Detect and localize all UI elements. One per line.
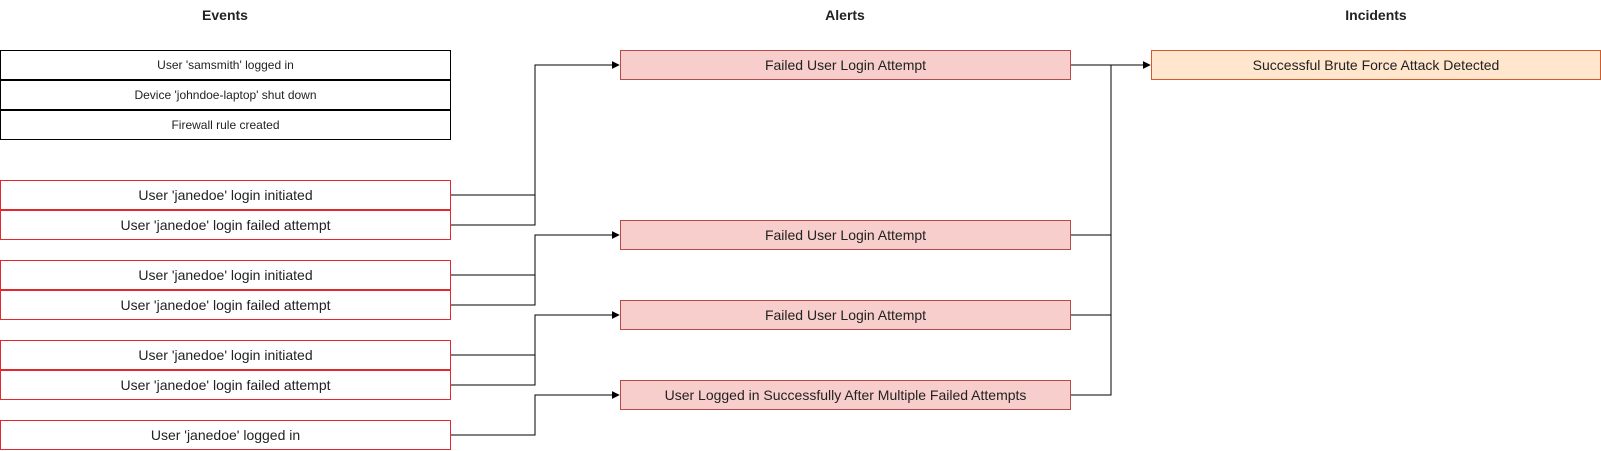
flagged-event-box: User 'janedoe' logged in: [0, 420, 451, 450]
event-box: Firewall rule created: [0, 110, 451, 140]
events-header: Events: [202, 7, 248, 23]
alert-box: Failed User Login Attempt: [620, 300, 1071, 330]
connector-alert-to-incident: [1071, 65, 1150, 396]
flagged-event-box: User 'janedoe' login failed attempt: [0, 290, 451, 320]
event-box: User 'samsmith' logged in: [0, 50, 451, 80]
alert-box: User Logged in Successfully After Multip…: [620, 380, 1071, 410]
flagged-event-box: User 'janedoe' login failed attempt: [0, 370, 451, 400]
event-box: Device 'johndoe-laptop' shut down: [0, 80, 451, 110]
flagged-event-box: User 'janedoe' login initiated: [0, 180, 451, 210]
incident-box: Successful Brute Force Attack Detected: [1151, 50, 1601, 80]
incidents-header: Incidents: [1345, 7, 1407, 23]
connector-event-to-alert: [451, 315, 619, 386]
alerts-header: Alerts: [825, 7, 865, 23]
flagged-event-box: User 'janedoe' login initiated: [0, 260, 451, 290]
flagged-event-box: User 'janedoe' login initiated: [0, 340, 451, 370]
connector-event-to-alert: [451, 235, 619, 306]
alert-box: Failed User Login Attempt: [620, 220, 1071, 250]
connector-event-to-alert: [451, 391, 620, 436]
flagged-event-box: User 'janedoe' login failed attempt: [0, 210, 451, 240]
alert-box: Failed User Login Attempt: [620, 50, 1071, 80]
connector-event-to-alert: [451, 65, 619, 226]
